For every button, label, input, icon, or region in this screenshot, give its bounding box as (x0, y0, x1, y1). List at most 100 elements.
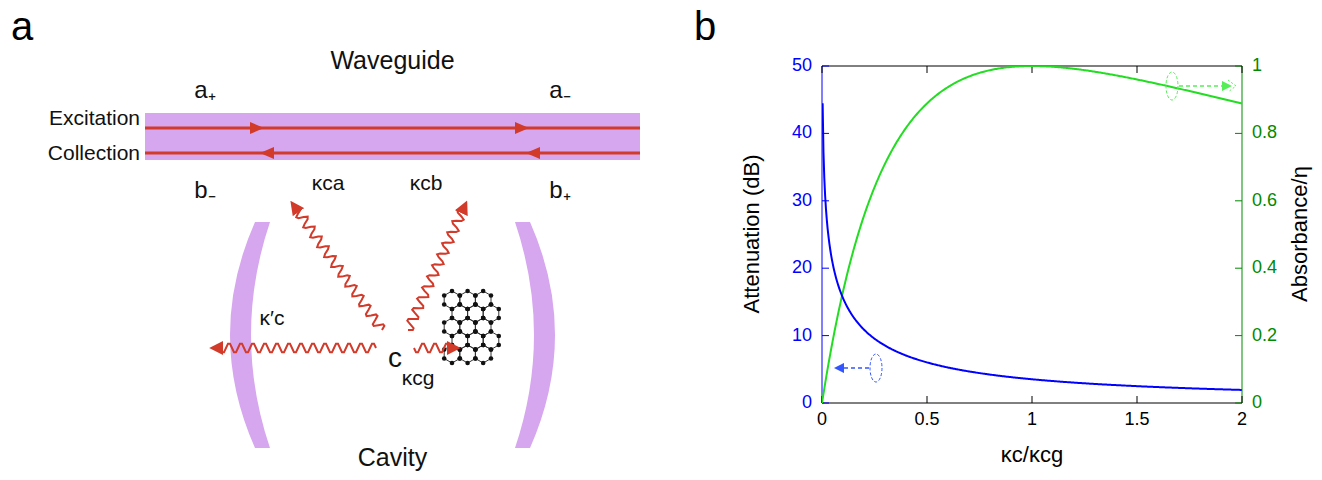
carbon-atom (489, 302, 494, 307)
tick (822, 66, 823, 73)
tick (1032, 66, 1033, 73)
carbon-atom (465, 334, 470, 339)
decay-arrow (407, 203, 466, 330)
carbon-atom (481, 343, 486, 348)
carbon-atom (465, 289, 470, 294)
carbon-atom (481, 334, 486, 339)
carbon-atom (457, 329, 462, 334)
carbon-atom (489, 329, 494, 334)
tick (927, 66, 928, 73)
attenuation-curve (823, 103, 1242, 390)
carbon-atom (489, 329, 494, 334)
tick (1235, 200, 1242, 201)
carbon-atom (496, 307, 501, 312)
carbon-atom (465, 343, 470, 348)
decay-channels (212, 203, 466, 352)
carbon-atom (450, 307, 455, 312)
carbon-atom (442, 320, 447, 325)
carbon-atom (489, 320, 494, 325)
carbon-atom (465, 316, 470, 321)
graphene-bond (460, 345, 476, 363)
carbon-atom (457, 320, 462, 325)
tick (927, 396, 928, 403)
carbon-atom (457, 320, 462, 325)
carbon-atom (473, 347, 478, 352)
carbon-atom (489, 320, 494, 325)
carbon-atom (465, 343, 470, 348)
carbon-atom (457, 293, 462, 298)
carbon-atom (442, 302, 447, 307)
carbon-atom (465, 361, 470, 366)
collection-line (145, 152, 640, 155)
axis-pointer (836, 367, 869, 369)
carbon-atom (473, 329, 478, 334)
part-title: Cavity (358, 444, 427, 472)
carbon-atom (481, 307, 486, 312)
carbon-atom (465, 334, 470, 339)
carbon-atom (481, 316, 486, 321)
axis-pointer (1179, 85, 1230, 87)
panel-letter: a (11, 4, 33, 48)
tick (1235, 268, 1242, 269)
carbon-atom (457, 320, 462, 325)
carbon-atom (465, 343, 470, 348)
tick (1137, 396, 1138, 403)
tick (822, 66, 829, 67)
carbon-atom (473, 329, 478, 334)
carbon-atom (473, 302, 478, 307)
mode-label: a₊ (194, 77, 215, 103)
tick (1235, 66, 1242, 67)
tick (822, 335, 829, 336)
carbon-atom (442, 329, 447, 334)
carbon-atom (481, 307, 486, 312)
carbon-atom (457, 302, 462, 307)
tick (1137, 66, 1138, 73)
carbon-atom (481, 343, 486, 348)
carbon-atom (473, 347, 478, 352)
decay-rate: κca (312, 171, 345, 194)
tick-label: 1 (1252, 56, 1262, 76)
carbon-atom (465, 307, 470, 312)
tick-label: 0.4 (1252, 258, 1277, 278)
tick-label: 1.5 (1124, 410, 1149, 430)
tick-label: 0.8 (1252, 123, 1277, 143)
carbon-atom (457, 347, 462, 352)
direction-arrow (250, 122, 529, 134)
carbon-atom (465, 307, 470, 312)
carbon-atom (489, 347, 494, 352)
right-axis (1242, 66, 1243, 403)
carbon-atom (457, 329, 462, 334)
carbon-atom (450, 307, 455, 312)
carbon-atom (450, 334, 455, 339)
tick (1235, 403, 1242, 404)
carbon-atom (442, 356, 447, 361)
carbon-atom (457, 347, 462, 352)
tick-label: 50 (792, 56, 812, 76)
cavity-mode: c (388, 343, 402, 374)
tick (1032, 396, 1033, 403)
carbon-atom (481, 316, 486, 321)
graphene-sheet (442, 289, 501, 366)
tick-label: 0 (1252, 393, 1262, 413)
carbon-atom (473, 293, 478, 298)
carbon-atom (496, 343, 501, 348)
carbon-atom (457, 329, 462, 334)
carbon-atom (473, 302, 478, 307)
tick (1235, 335, 1242, 336)
tick-label: 30 (792, 191, 812, 211)
axis-title: Absorbance/η (1288, 166, 1312, 302)
tick-label: 1 (1027, 410, 1037, 430)
carbon-atom (481, 307, 486, 312)
excitation-line (145, 127, 640, 130)
panel-letter: b (694, 4, 716, 48)
carbon-atom (457, 302, 462, 307)
carbon-atom (473, 320, 478, 325)
carbon-atom (473, 347, 478, 352)
carbon-atom (450, 316, 455, 321)
port-label: Excitation (49, 106, 140, 129)
axis-pointer (1228, 80, 1236, 92)
decay-rate: κcb (410, 171, 443, 194)
carbon-atom (450, 361, 455, 366)
carbon-atom (473, 302, 478, 307)
